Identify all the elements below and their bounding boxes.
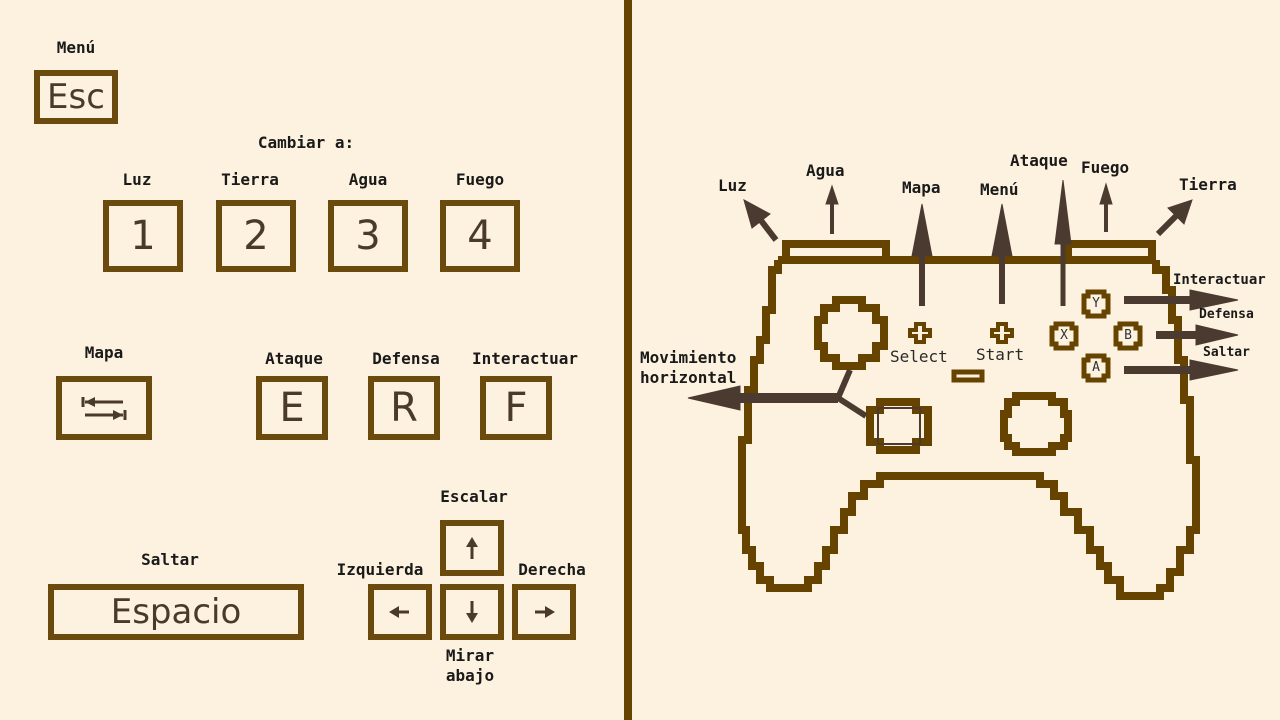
key-e[interactable]: E (256, 376, 328, 440)
key-3[interactable]: 3 (328, 200, 408, 272)
key-f[interactable]: F (480, 376, 552, 440)
tab-key[interactable] (56, 376, 152, 440)
ctrl-label-fuego: Fuego (1081, 158, 1130, 177)
callout-arrows (687, 179, 1239, 419)
switch-header: Cambiar a: (257, 133, 355, 152)
switch-label-agua: Agua (348, 170, 388, 189)
esc-key[interactable]: Esc (34, 70, 118, 124)
arrow-down-icon (466, 601, 478, 623)
arrow-left-icon (389, 606, 409, 618)
attack-label: Ataque (265, 349, 323, 368)
right-label: Derecha (518, 560, 586, 579)
ctrl-label-mapa: Mapa (902, 178, 941, 197)
key-4[interactable]: 4 (440, 200, 520, 272)
arrow-left-key[interactable] (368, 584, 432, 640)
map-label: Mapa (84, 343, 124, 362)
arrow-right-key[interactable] (512, 584, 576, 640)
space-key[interactable]: Espacio (48, 584, 304, 640)
look-down-label: Mirar abajo (445, 646, 495, 685)
tab-icon (81, 397, 127, 420)
key-1[interactable]: 1 (103, 200, 183, 272)
select-button-label: Select (890, 347, 948, 366)
ctrl-label-saltar: Saltar (1203, 345, 1250, 360)
face-button-y: Y (1092, 296, 1100, 311)
arrow-up-key[interactable] (440, 520, 504, 576)
key-r[interactable]: R (368, 376, 440, 440)
menu-label: Menú (56, 38, 96, 57)
switch-label-luz: Luz (122, 170, 152, 189)
left-label: Izquierda (336, 560, 424, 579)
ctrl-label-tierra: Tierra (1179, 175, 1237, 194)
face-button-a: A (1092, 360, 1100, 375)
ctrl-label-luz: Luz (718, 176, 747, 195)
panel-divider (624, 0, 632, 720)
ctrl-label-menu: Menú (980, 180, 1019, 199)
interact-label: Interactuar (472, 349, 578, 368)
switch-label-tierra: Tierra (221, 170, 279, 189)
arrow-right-icon (535, 606, 555, 618)
arrow-up-icon (466, 537, 478, 559)
ctrl-label-interactuar: Interactuar (1173, 272, 1266, 288)
face-button-x: X (1060, 328, 1068, 343)
face-button-b: B (1124, 328, 1132, 343)
ctrl-label-ataque: Ataque (1010, 151, 1068, 170)
ctrl-label-movimiento: Movimiento horizontal (640, 348, 737, 387)
climb-label: Escalar (440, 487, 508, 506)
dpad-icon (877, 407, 921, 445)
controller-outline (738, 240, 1200, 600)
ctrl-label-defensa: Defensa (1199, 307, 1254, 322)
start-button-label: Start (976, 345, 1025, 364)
switch-label-fuego: Fuego (455, 170, 505, 189)
arrow-down-key[interactable] (440, 584, 504, 640)
ctrl-label-agua: Agua (806, 161, 845, 180)
key-2[interactable]: 2 (216, 200, 296, 272)
jump-label: Saltar (141, 550, 199, 569)
defense-label: Defensa (372, 349, 440, 368)
